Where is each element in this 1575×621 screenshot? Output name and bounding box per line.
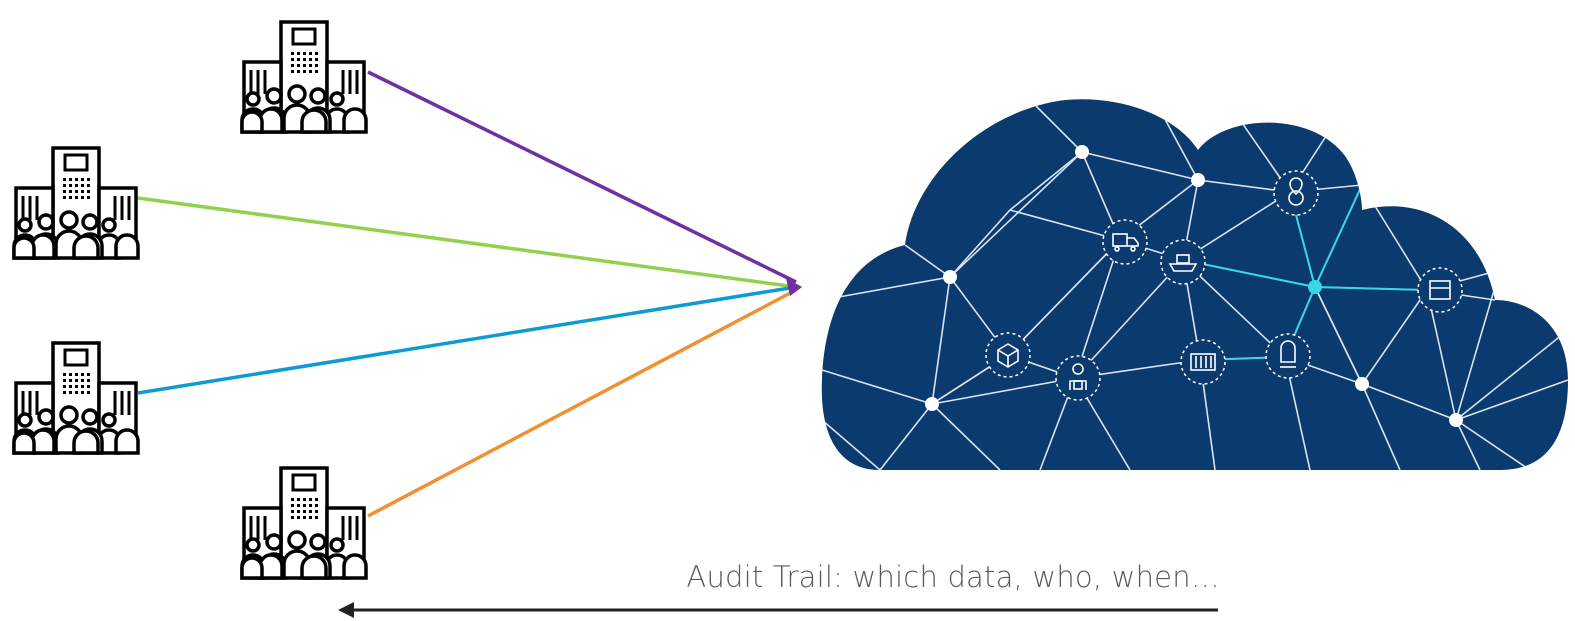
audit-trail-arrowhead [338, 602, 354, 618]
arrowhead-convergence [786, 278, 802, 296]
link-org-1 [367, 70, 797, 284]
organization-building-icon-3 [12, 341, 140, 455]
container-icon [1180, 339, 1226, 385]
courier-person-icon [1055, 355, 1101, 401]
link-org-2 [137, 196, 797, 289]
link-org-4 [367, 288, 797, 518]
train-icon [1265, 333, 1311, 379]
audit-trail-caption: Audit Trail: which data, who, when… [686, 560, 1220, 594]
truck-icon [1102, 219, 1148, 265]
cloud-network-icon [821, 99, 1568, 470]
link-org-3 [137, 285, 797, 395]
ship-icon [1160, 239, 1206, 285]
organization-building-icon-4 [240, 466, 368, 580]
package-icon [1417, 267, 1463, 313]
organization-building-icon-1 [240, 20, 368, 134]
organization-building-icon-2 [12, 146, 140, 260]
box-icon [985, 332, 1031, 378]
